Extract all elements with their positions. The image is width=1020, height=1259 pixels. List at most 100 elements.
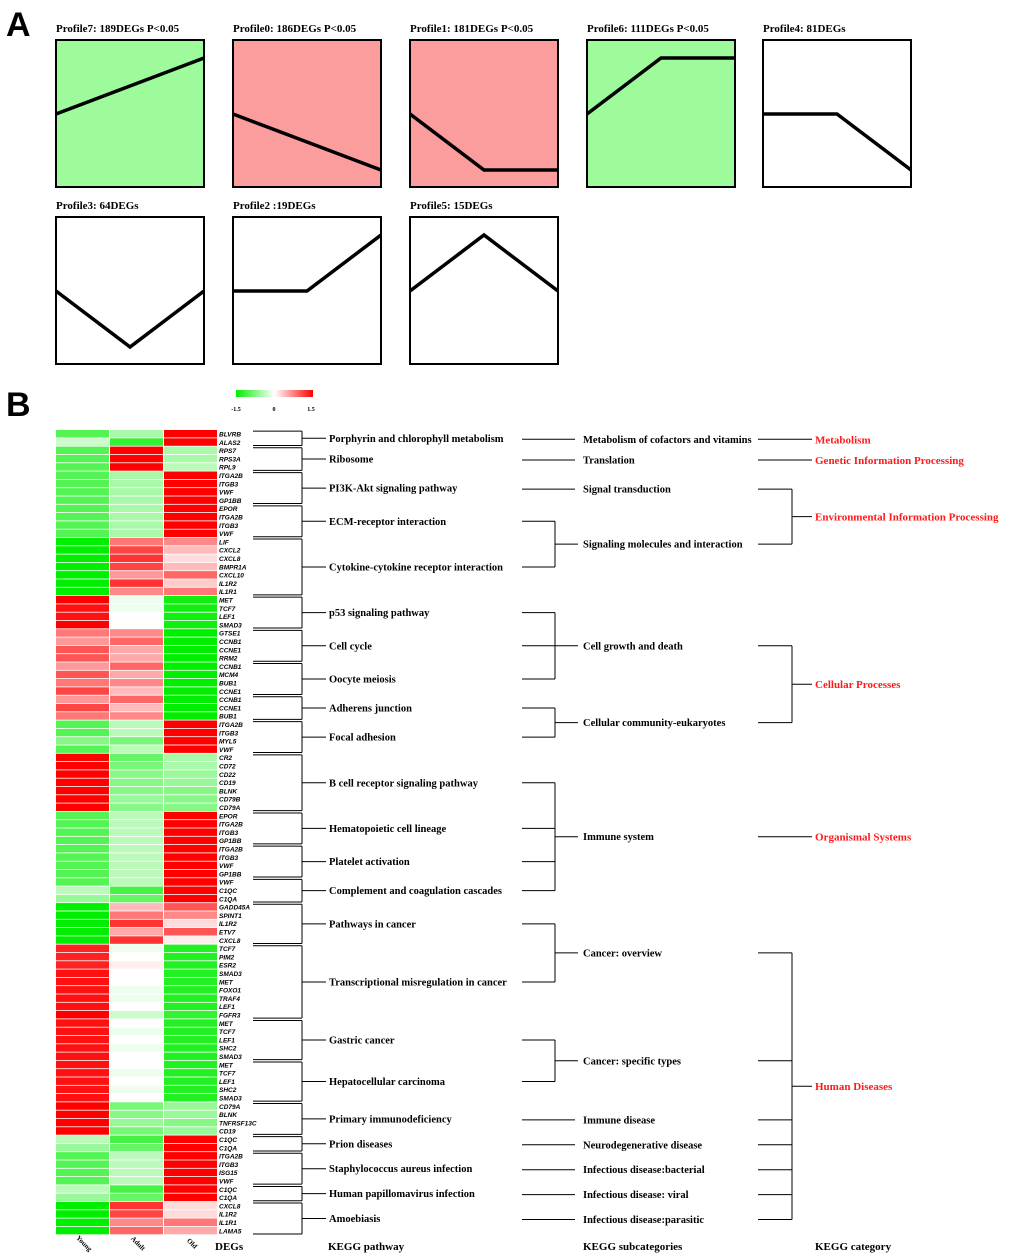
profile-box: [409, 216, 559, 365]
heatmap-cell: [56, 828, 109, 836]
heatmap-cell: [56, 637, 109, 645]
heatmap-cell: [56, 587, 109, 596]
heatmap-cell: [164, 1102, 217, 1110]
heatmap-cell: [110, 762, 163, 770]
pathway-label: Staphylococcus aureus infection: [329, 1164, 472, 1175]
heatmap-cell: [56, 1110, 109, 1119]
heatmap-cell: [56, 488, 109, 496]
heatmap-cell: [164, 1094, 217, 1102]
heatmap-cell: [164, 1060, 217, 1069]
heatmap-cell: [164, 1185, 217, 1193]
heatmap-cell: [110, 496, 163, 504]
heatmap-cell: [110, 811, 163, 820]
heatmap-cell: [56, 770, 109, 778]
gene-label: CD79B: [219, 797, 241, 804]
heatmap-cell: [164, 1152, 217, 1160]
gene-label: C1QC: [219, 1187, 237, 1194]
profile-line: [585, 56, 735, 116]
heatmap-cell: [110, 1052, 163, 1060]
heatmap-cell: [110, 629, 163, 637]
profile-title: Profile7: 189DEGs P<0.05: [56, 23, 180, 35]
gene-label: TRAF4: [219, 996, 240, 1003]
heatmap-cell: [110, 1118, 163, 1127]
heatmap-cell: [164, 687, 217, 695]
heatmap-cell: [110, 1094, 163, 1102]
heatmap-cell: [164, 878, 217, 886]
subcategory-label: Metabolism of cofactors and vitamins: [583, 435, 752, 446]
heatmap-cell: [110, 1085, 163, 1094]
gene-label: ITGB3: [219, 730, 239, 737]
subcategory-label: Infectious disease:parasitic: [583, 1215, 704, 1226]
gene-label: ITGA2B: [219, 473, 243, 480]
gene-label: BLVRB: [219, 432, 241, 439]
gene-label: LEF1: [219, 1004, 235, 1011]
heatmap-cell: [110, 720, 163, 728]
gene-label: BUB1: [219, 681, 237, 688]
heatmap-cell: [56, 1044, 109, 1052]
heatmap-cell: [56, 878, 109, 886]
heatmap-cell: [110, 479, 163, 488]
heatmap-cell: [56, 446, 109, 455]
gene-label: CCNE1: [219, 705, 241, 712]
pathway-label: Gastric cancer: [329, 1036, 395, 1047]
heatmap-cell: [164, 579, 217, 587]
pathway-label: Primary immunodeficiency: [329, 1114, 453, 1125]
heatmap-cell: [56, 952, 109, 961]
pathway-label: Oocyte meiosis: [329, 675, 396, 686]
category-label: Metabolism: [815, 434, 871, 446]
heatmap-cell: [56, 1118, 109, 1127]
heatmap-cell: [110, 1102, 163, 1110]
heatmap-cell: [56, 1085, 109, 1094]
heatmap-cell: [164, 977, 217, 986]
heatmap-cell: [164, 944, 217, 953]
gene-label: CXCL10: [219, 573, 244, 580]
subcategory-label: Immune disease: [583, 1115, 655, 1126]
heatmap-cell: [164, 703, 217, 712]
heatmap-cell: [56, 1011, 109, 1019]
pathway-label: Prion diseases: [329, 1139, 392, 1150]
gene-label: GP1BB: [219, 498, 242, 505]
heatmap-cell: [110, 1077, 163, 1085]
heatmap-cell: [110, 504, 163, 513]
heatmap-cell: [110, 803, 163, 811]
heatmap-cell: [164, 786, 217, 795]
heatmap-cell: [56, 1035, 109, 1044]
gene-label: CCNB1: [219, 639, 242, 646]
gene-label: ITGA2B: [219, 1154, 243, 1161]
heatmap-cell: [110, 861, 163, 870]
gene-label: LEF1: [219, 1037, 235, 1044]
scale-tick-label: 1.5: [307, 407, 315, 413]
heatmap-cell: [164, 1160, 217, 1168]
heatmap-cell: [56, 513, 109, 521]
profile-box: [232, 39, 382, 188]
gene-label: CXCL8: [219, 938, 241, 945]
heatmap-cell: [56, 463, 109, 471]
gene-label: CXCL2: [219, 548, 241, 555]
heatmap-cell: [164, 820, 217, 828]
profile-title: Profile5: 15DEGs: [410, 200, 493, 212]
pathway-label: Cytokine-cytokine receptor interaction: [329, 562, 503, 573]
heatmap-cell: [110, 695, 163, 704]
heatmap-cell: [164, 1044, 217, 1052]
heatmap-cell: [164, 903, 217, 911]
heatmap-cell: [110, 1011, 163, 1019]
category-label: Environmental Information Processing: [815, 512, 999, 524]
heatmap-cell: [164, 886, 217, 894]
heatmap-cell: [56, 1027, 109, 1036]
gene-label: C1QA: [219, 1195, 237, 1202]
heatmap-cell: [56, 1160, 109, 1168]
heatmap-cell: [164, 1052, 217, 1060]
heatmap-cell: [110, 753, 163, 762]
gene-label: EPOR: [219, 813, 238, 820]
heatmap-cell: [164, 496, 217, 504]
heatmap-cell: [110, 537, 163, 546]
panel-label-b: B: [6, 386, 31, 424]
heatmap-cell: [56, 471, 109, 479]
heatmap-cell: [164, 463, 217, 471]
gene-label: FGFR3: [219, 1013, 241, 1020]
heatmap-cell: [164, 861, 217, 870]
heatmap-cell: [56, 1201, 109, 1210]
pathway-label: PI3K-Akt signaling pathway: [329, 484, 458, 495]
gene-label: ITGB3: [219, 1162, 239, 1169]
gene-label: SMAD3: [219, 971, 242, 978]
